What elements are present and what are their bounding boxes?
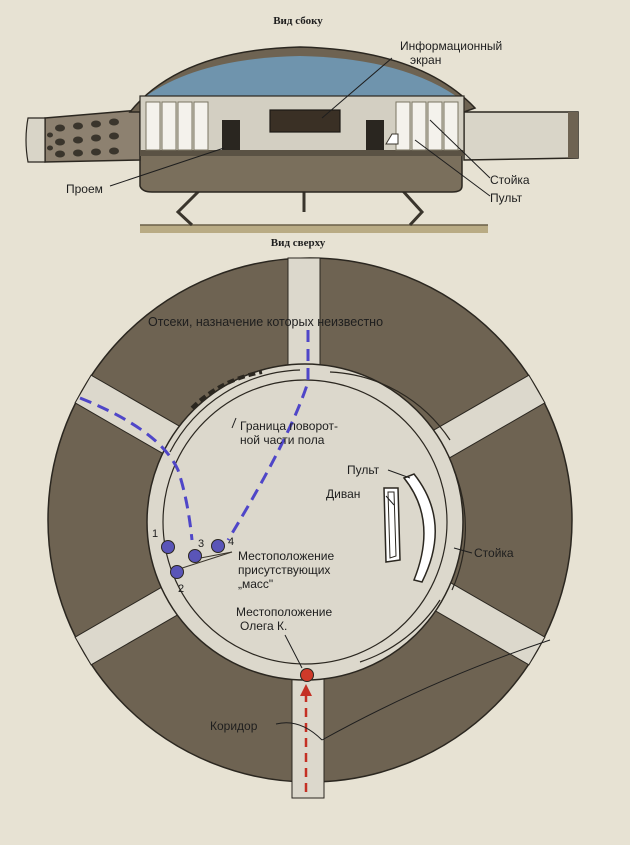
label-rack-top: Стойка xyxy=(474,546,514,560)
label-corridor: Коридор xyxy=(210,719,258,733)
right-rim xyxy=(463,111,579,161)
label-rack-side: Стойка xyxy=(490,173,530,187)
dome-glass xyxy=(146,56,456,96)
opening-left xyxy=(222,120,240,150)
label-screen-line2: экран xyxy=(410,53,441,67)
console-shape xyxy=(385,133,399,145)
corridor-arrow xyxy=(300,684,312,696)
label-border-line1: Граница поворот- xyxy=(240,419,338,433)
mass-markers: 1 2 3 4 xyxy=(152,528,234,595)
label-opening: Проем xyxy=(66,182,103,196)
label-oleg-line2: Олега К. xyxy=(240,619,287,633)
console-top xyxy=(402,473,436,583)
inner-hall xyxy=(146,363,464,681)
label-border-line2: ной части пола xyxy=(240,433,325,447)
label-masses-line3: „масс" xyxy=(238,577,273,591)
oleg-marker xyxy=(300,668,314,682)
marker-2-label: 2 xyxy=(178,583,184,595)
label-compartments: Отсеки, назначение которых неизвестно xyxy=(148,315,383,329)
grille-holes xyxy=(47,118,119,158)
marker-1-label: 1 xyxy=(152,528,158,540)
marker-4-label: 4 xyxy=(228,536,234,548)
label-console-side: Пульт xyxy=(490,191,523,205)
label-oleg-line1: Местоположение xyxy=(236,605,332,619)
label-screen-line1: Информационный xyxy=(400,39,502,53)
label-masses-line2: присутствующих xyxy=(238,563,330,577)
path-from-top xyxy=(226,330,310,541)
dashed-segment xyxy=(190,370,263,410)
label-sofa: Диван xyxy=(326,487,360,501)
label-masses-line1: Местоположение xyxy=(238,549,334,563)
top-view: Вид сверху xyxy=(47,237,573,799)
info-screen xyxy=(269,109,341,133)
spokes xyxy=(74,257,546,799)
top-view-title: Вид сверху xyxy=(271,237,326,249)
ground-strip xyxy=(140,225,488,233)
side-view-title: Вид сбоку xyxy=(273,15,323,27)
marker-2 xyxy=(170,565,184,579)
sofa xyxy=(383,487,401,563)
rotating-floor-border xyxy=(162,379,448,665)
side-view: Вид сбоку xyxy=(25,15,579,233)
path-from-left xyxy=(79,396,194,541)
marker-3 xyxy=(188,549,202,563)
markers-pointer xyxy=(175,551,233,571)
landing-legs xyxy=(175,188,425,227)
lower-hull xyxy=(139,149,463,193)
marker-3-label: 3 xyxy=(198,538,204,550)
marker-4 xyxy=(211,539,225,553)
opening-right xyxy=(366,120,384,150)
marker-1 xyxy=(161,540,175,554)
label-console-top: Пульт xyxy=(347,463,380,477)
